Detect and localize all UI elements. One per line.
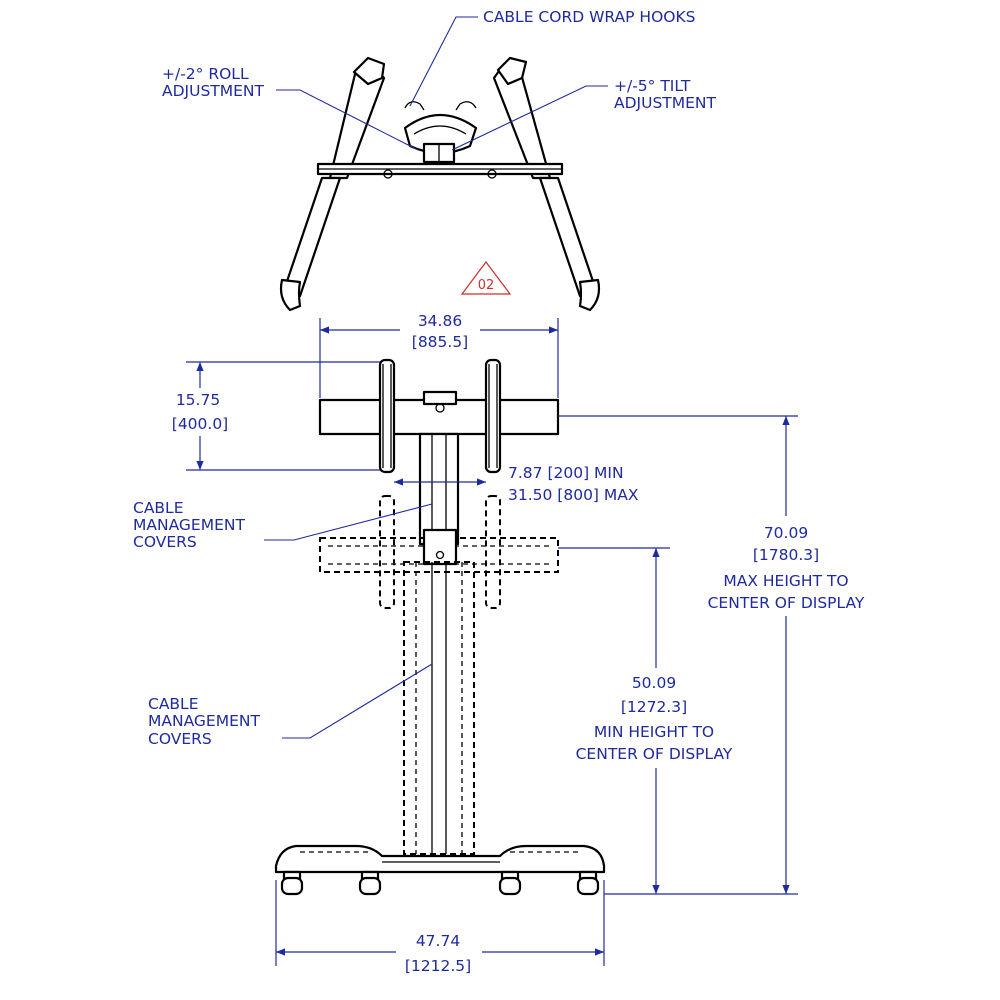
top-view-left-leg [280,176,342,298]
dim-spread-min: 7.87 [200] MIN [508,464,624,482]
dim-max-height-mm: [1780.3] [753,546,819,564]
cable-covers-upper-line1: CABLE [133,499,184,517]
top-view-right-arm [492,62,552,180]
revision-tag-text: 02 [478,278,495,293]
base-plate [274,844,606,874]
caster-2 [358,870,382,896]
bracket-head-plate [422,390,458,406]
dim-min-height-caption-1: MIN HEIGHT TO [594,723,714,741]
top-view-annotations: CABLE CORD WRAP HOOKS +/-2° ROLL ADJUSTM… [162,8,717,295]
bracket-min-left-upright [379,495,395,609]
cable-hook-left [404,101,425,111]
dim-bracket-height-mm: [400.0] [172,415,228,433]
main-column [403,561,475,855]
dim-base-width-in: 47.74 [416,932,460,950]
dim-bracket-height-in: 15.75 [176,391,220,409]
top-view-right-leg [538,176,600,298]
top-view-left-arm-cap [352,56,386,86]
tilt-adjustment-label-line2: ADJUSTMENT [614,94,717,112]
cable-covers-lower-line3: COVERS [148,730,212,748]
cable-covers-lower-line2: MANAGEMENT [148,712,260,730]
bracket-crossbar [318,398,560,436]
bracket-min-crossbar [319,537,559,573]
dimensions: 34.86 [885.5] 15.75 [400.0] 7.87 [200] M… [164,310,874,980]
cable-covers-upper-line2: MANAGEMENT [133,516,245,534]
cable-covers-lower-line1: CABLE [148,695,199,713]
dim-top-width-in: 34.86 [418,312,462,330]
caster-3 [498,870,522,896]
bracket-max-position [318,358,560,474]
dim-top-width-mm: [885.5] [412,333,468,351]
cable-cover-callouts: CABLE MANAGEMENT COVERS CABLE MANAGEMENT… [133,499,433,748]
dim-max-height-caption-1: MAX HEIGHT TO [723,572,848,590]
top-view-right-arm-cap [496,56,528,86]
dim-spread-max: 31.50 [800] MAX [508,486,639,504]
top-view-right-foot [578,278,601,312]
roll-adjustment-label-line2: ADJUSTMENT [162,82,265,100]
dim-max-height-caption-2: CENTER OF DISPLAY [708,594,865,612]
caster-4 [576,870,600,896]
dim-min-height-caption-2: CENTER OF DISPLAY [576,745,733,763]
dim-min-height-mm: [1272.3] [621,698,687,716]
dim-base-width-mm: [1212.5] [405,957,471,975]
upper-column [418,432,460,546]
bracket-left-upright [378,358,396,474]
dim-max-height-in: 70.09 [764,524,808,542]
dim-min-height-in: 50.09 [632,674,676,692]
roll-adjustment-label-line1: +/-2° ROLL [162,65,249,83]
cable-covers-upper-line3: COVERS [133,533,197,551]
top-view-left-foot [279,278,302,312]
bracket-min-right-upright [485,495,501,609]
cable-cord-wrap-hooks-label: CABLE CORD WRAP HOOKS [483,8,695,26]
base [274,844,606,896]
tilt-adjustment-label-line1: +/-5° TILT [614,77,691,95]
caster-1 [280,870,304,896]
bracket-min-position [319,495,559,609]
cable-hook-right [455,101,477,111]
front-view [274,358,606,896]
top-view [279,56,601,312]
revision-tag: 02 [460,261,512,295]
bracket-right-upright [484,358,502,474]
